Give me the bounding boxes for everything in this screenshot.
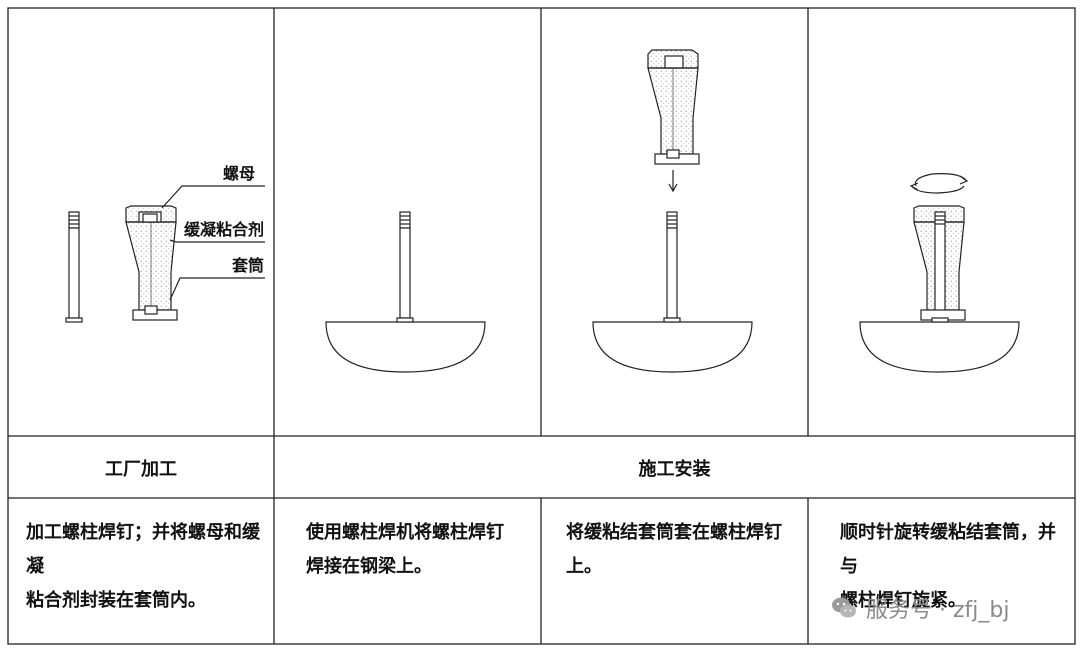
header-factory: 工厂加工	[105, 459, 177, 480]
rotation-arrow	[909, 173, 969, 194]
step-4-line-1: 顺时针旋转缓粘结套筒，并与	[840, 522, 1056, 577]
watermark: 服务号 · zfj_bj	[830, 590, 1009, 626]
panel-4-tighten-drawing	[859, 173, 1020, 373]
step-2-line-2: 焊接在钢梁上。	[306, 556, 432, 577]
step-1-description: 加工螺柱焊钉；并将螺母和缓凝 粘合剂封装在套筒内。	[26, 516, 271, 618]
steel-beam	[859, 321, 1020, 373]
header-construction: 施工安装	[638, 459, 711, 480]
step-1-line-2: 粘合剂封装在套筒内。	[26, 590, 206, 611]
panel-1-factory-drawing	[65, 185, 265, 323]
panel-3-install-drawing	[592, 49, 753, 373]
step-1-line-1: 加工螺柱焊钉；并将螺母和缓凝	[26, 522, 260, 577]
panel-2-weld-drawing	[325, 211, 486, 373]
step-2-description: 使用螺柱焊机将螺柱焊钉 焊接在钢梁上。	[306, 516, 538, 584]
welded-stud	[663, 211, 681, 323]
sleeve-assembly	[647, 49, 700, 165]
down-arrow	[668, 170, 678, 193]
welded-stud	[396, 211, 414, 323]
sleeve-assembly	[125, 205, 178, 321]
adhesive-label: 缓凝粘合剂	[184, 220, 265, 239]
steel-beam	[325, 321, 486, 373]
table-grid	[7, 7, 1076, 645]
watermark-text: 服务号 · zfj_bj	[866, 598, 1010, 623]
sleeve-label: 套筒	[232, 256, 265, 275]
sleeve-assembly	[913, 205, 966, 323]
wechat-icon	[832, 597, 856, 618]
stud-bolt	[65, 211, 83, 323]
step-2-line-1: 使用螺柱焊机将螺柱焊钉	[306, 522, 504, 543]
step-3-line-1: 将缓粘结套筒套在螺柱焊钉上。	[566, 522, 782, 577]
callout-leaders	[161, 185, 265, 301]
step-4-line-2: 螺柱焊钉旋紧。	[840, 590, 966, 611]
nut-label: 螺母	[223, 164, 256, 183]
step-4-description: 顺时针旋转缓粘结套筒，并与 螺柱焊钉旋紧。	[840, 516, 1072, 618]
step-3-description: 将缓粘结套筒套在螺柱焊钉上。	[566, 516, 806, 584]
steel-beam	[592, 321, 753, 373]
